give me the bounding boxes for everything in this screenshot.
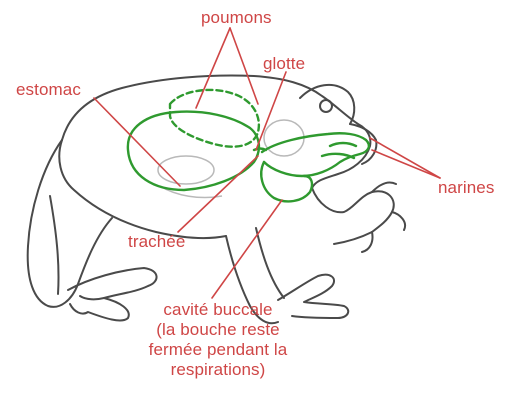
buccal-floor-outline <box>261 162 312 201</box>
label-cavite-line-3: fermée pendant la <box>128 340 308 360</box>
pointer-cavite-buccale <box>212 200 282 298</box>
label-cavite-line-1: cavité buccale <box>128 300 308 320</box>
label-trachee: trachée <box>128 232 185 252</box>
frog-raised-arm-outline <box>312 188 394 244</box>
lung-dashed-outline <box>170 90 259 147</box>
label-glotte: glotte <box>263 54 305 74</box>
lung-outline <box>128 112 259 190</box>
pointer-poumons-to-dashed-lung <box>196 28 230 108</box>
pointer-narines-upper <box>370 138 440 178</box>
frog-rear-thigh-outline <box>28 140 112 307</box>
frog-rear-thigh-inner <box>50 196 59 294</box>
frog-rear-foot-toe <box>80 296 104 299</box>
label-poumons: poumons <box>201 8 272 28</box>
frog-eye-bulge <box>300 85 354 124</box>
label-estomac: estomac <box>16 80 81 100</box>
pointer-poumons-to-lung <box>230 28 258 104</box>
frog-eye <box>320 100 332 112</box>
pointer-trachee <box>178 156 258 232</box>
label-narines: narines <box>438 178 494 198</box>
faint-organ-circle-b <box>158 156 214 184</box>
frog-front-leg-inner <box>256 228 284 298</box>
label-cavite-line-4: respirations) <box>128 360 308 380</box>
frog-drawing <box>28 76 405 324</box>
pointer-glotte <box>256 72 286 150</box>
label-cavite-buccale: cavité buccale (la bouche reste fermée p… <box>128 300 308 380</box>
nostril-lobe-upper <box>330 143 356 146</box>
pointer-narines-lower <box>372 150 440 178</box>
label-cavite-line-2: (la bouche reste <box>128 320 308 340</box>
